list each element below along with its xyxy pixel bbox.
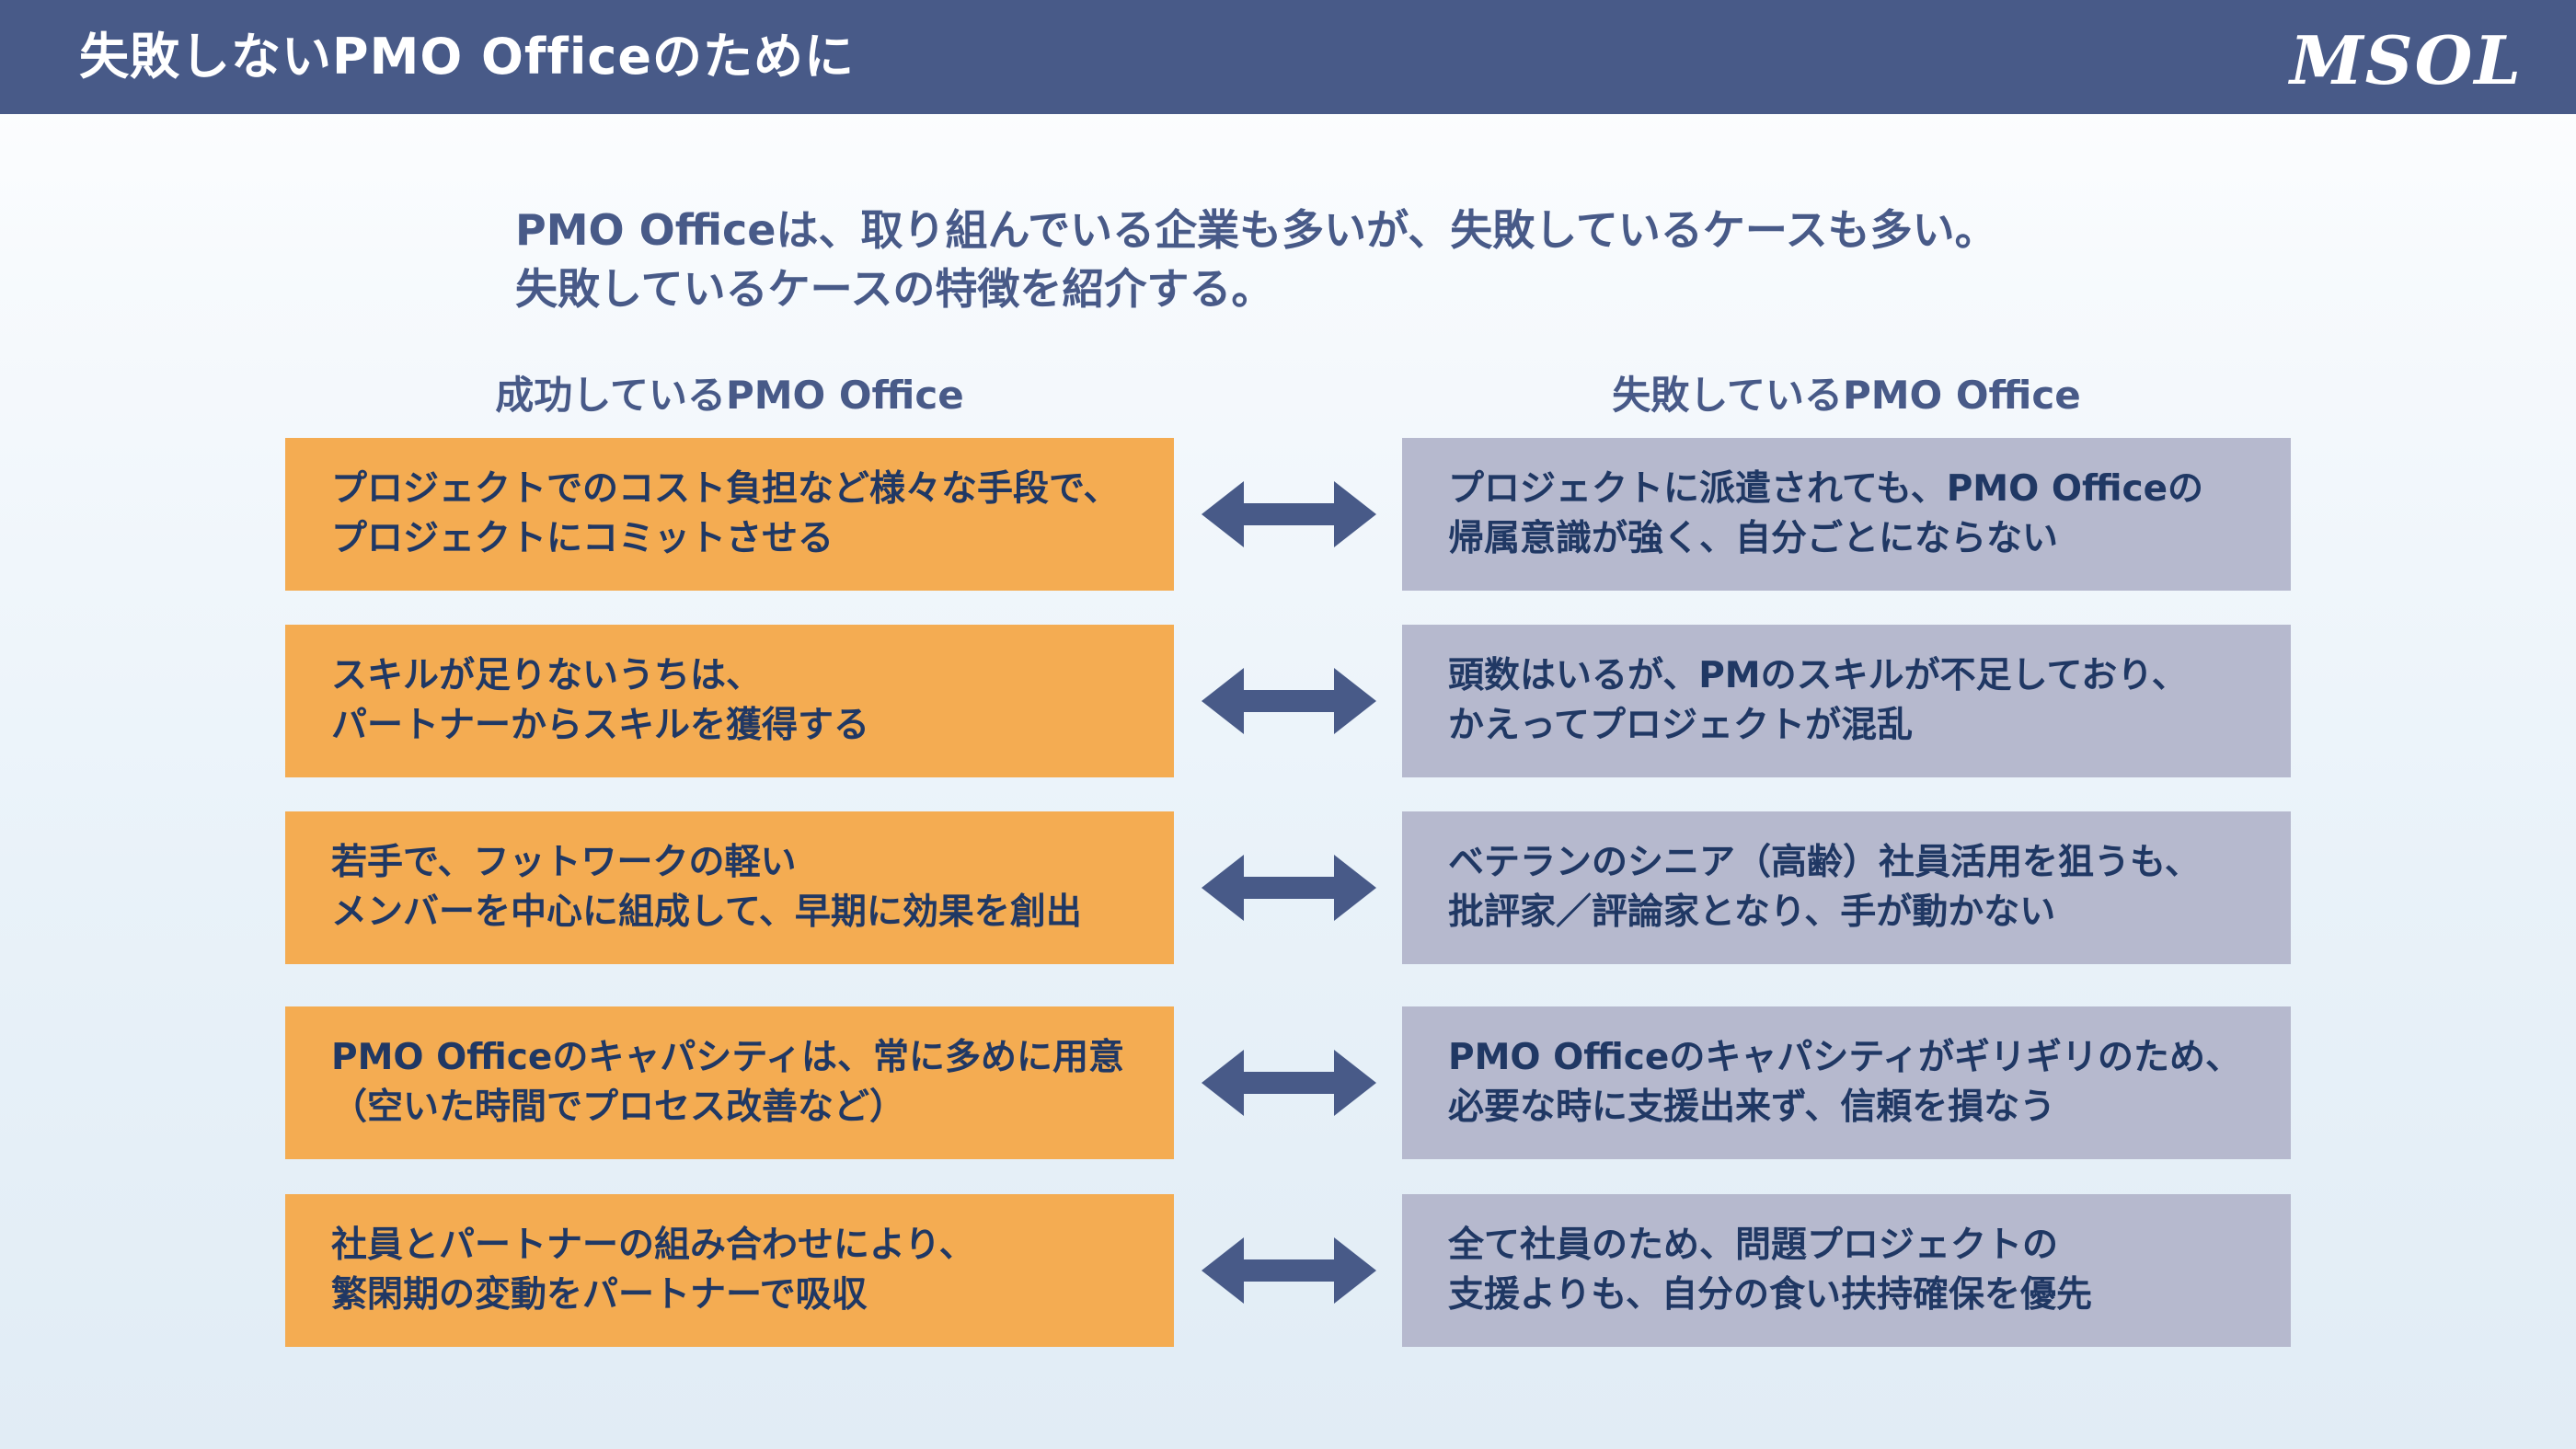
failure-box-line: かえってプロジェクトが混乱 (1448, 705, 1914, 746)
double-headed-arrow-icon (1202, 855, 1376, 921)
success-box-3: 若手で、フットワークの軽い メンバーを中心に組成して、早期に効果を創出 (285, 811, 1174, 964)
failure-box-line: プロジェクトに派遣されても、PMO Officeの (1448, 468, 2204, 510)
failure-box-1: プロジェクトに派遣されても、PMO Officeの 帰属意識が強く、自分ごとにな… (1402, 438, 2291, 591)
comparison-row-5: 社員とパートナーの組み合わせにより、 繁閑期の変動をパートナーで吸収 全て社員の… (0, 1194, 2576, 1347)
success-box-line: PMO Officeのキャパシティは、常に多めに用意 (331, 1037, 1125, 1078)
success-box-4: PMO Officeのキャパシティは、常に多めに用意 （空いた時間でプロセス改善… (285, 1006, 1174, 1159)
success-box-line: スキルが足りないうちは、 (331, 655, 763, 696)
failure-box-line: ベテランのシニア（高齢）社員活用を狙うも、 (1448, 842, 2201, 883)
intro-text: PMO Officeは、取り組んでいる企業も多いが、失敗しているケースも多い。 … (515, 201, 2355, 318)
msol-logo: MSOL (2289, 21, 2523, 99)
failure-box-line: 批評家／評論家となり、手が動かない (1448, 891, 2056, 933)
success-box-line: （空いた時間でプロセス改善など） (331, 1087, 906, 1128)
comparison-row-2: スキルが足りないうちは、 パートナーからスキルを獲得する 頭数はいるが、PMのス… (0, 625, 2576, 777)
page-title: 失敗しないPMO Officeのために (79, 28, 856, 86)
double-headed-arrow-icon (1202, 1237, 1376, 1304)
success-box-line: 社員とパートナーの組み合わせにより、 (331, 1225, 975, 1266)
success-box-2: スキルが足りないうちは、 パートナーからスキルを獲得する (285, 625, 1174, 777)
success-box-line: 若手で、フットワークの軽い (331, 842, 797, 883)
header-bar: 失敗しないPMO Officeのために MSOL (0, 0, 2576, 114)
success-box-5: 社員とパートナーの組み合わせにより、 繁閑期の変動をパートナーで吸収 (285, 1194, 1174, 1347)
double-headed-arrow-icon (1202, 481, 1376, 547)
failure-column-title: 失敗しているPMO Office (1612, 373, 2081, 418)
failure-box-line: 必要な時に支援出来ず、信頼を損なう (1448, 1087, 2056, 1128)
failure-box-4: PMO Officeのキャパシティがギリギリのため、 必要な時に支援出来ず、信頼… (1402, 1006, 2291, 1159)
success-box-line: プロジェクトでのコスト負担など様々な手段で、 (331, 468, 1120, 510)
success-box-1: プロジェクトでのコスト負担など様々な手段で、 プロジェクトにコミットさせる (285, 438, 1174, 591)
success-box-line: パートナーからスキルを獲得する (331, 705, 870, 746)
success-box-line: 繁閑期の変動をパートナーで吸収 (331, 1274, 868, 1316)
double-headed-arrow-icon (1202, 1050, 1376, 1116)
double-headed-arrow-icon (1202, 668, 1376, 734)
success-box-line: メンバーを中心に組成して、早期に効果を創出 (331, 891, 1082, 933)
success-column-title: 成功しているPMO Office (495, 373, 964, 418)
comparison-row-1: プロジェクトでのコスト負担など様々な手段で、 プロジェクトにコミットさせる プロ… (0, 438, 2576, 591)
intro-line-2: 失敗しているケースの特徴を紹介する。 (515, 264, 1274, 314)
comparison-row-4: PMO Officeのキャパシティは、常に多めに用意 （空いた時間でプロセス改善… (0, 1006, 2576, 1159)
failure-box-line: 支援よりも、自分の食い扶持確保を優先 (1448, 1274, 2093, 1316)
comparison-row-3: 若手で、フットワークの軽い メンバーを中心に組成して、早期に効果を創出 ベテラン… (0, 811, 2576, 964)
failure-box-2: 頭数はいるが、PMのスキルが不足しており、 かえってプロジェクトが混乱 (1402, 625, 2291, 777)
failure-box-3: ベテランのシニア（高齢）社員活用を狙うも、 批評家／評論家となり、手が動かない (1402, 811, 2291, 964)
intro-line-1: PMO Officeは、取り組んでいる企業も多いが、失敗しているケースも多い。 (515, 205, 1997, 255)
success-box-line: プロジェクトにコミットさせる (331, 518, 834, 559)
failure-box-line: 頭数はいるが、PMのスキルが不足しており、 (1448, 655, 2188, 696)
failure-box-5: 全て社員のため、問題プロジェクトの 支援よりも、自分の食い扶持確保を優先 (1402, 1194, 2291, 1347)
failure-box-line: PMO Officeのキャパシティがギリギリのため、 (1448, 1037, 2242, 1078)
failure-box-line: 帰属意識が強く、自分ごとにならない (1448, 518, 2059, 559)
failure-box-line: 全て社員のため、問題プロジェクトの (1448, 1225, 2059, 1266)
